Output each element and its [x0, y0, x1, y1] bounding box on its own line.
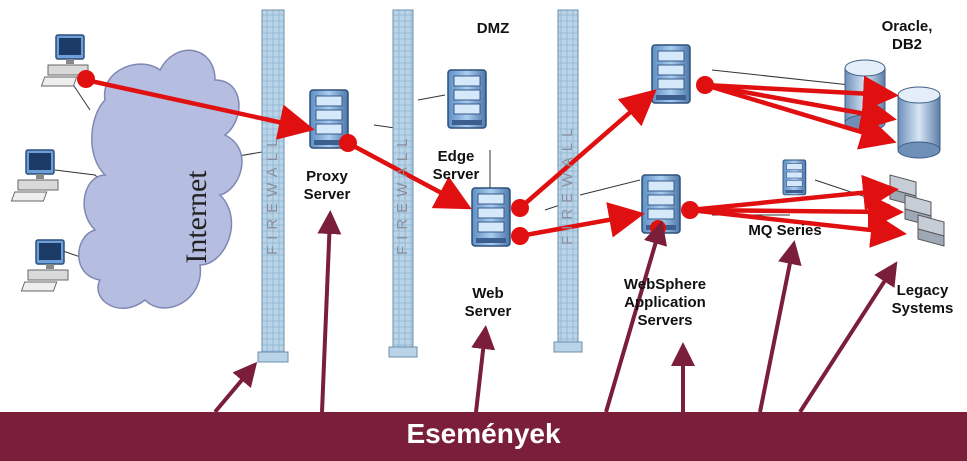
mq-series-label: MQ Series: [748, 222, 822, 239]
legacy-system-3: [917, 214, 945, 247]
edge-server-label: Edge Server: [432, 148, 480, 183]
events-banner: [0, 412, 967, 461]
events-banner-text: Események: [406, 418, 561, 449]
web-server-label: Web Server: [464, 285, 512, 320]
mq-series-server-icon: [782, 159, 807, 196]
proxy-server-label: Proxy Server: [303, 168, 351, 203]
firewall-2: [388, 9, 418, 358]
firewall-label-1: FIREWALL: [264, 132, 281, 255]
web-server-icon: [471, 187, 511, 247]
websphere-label: WebSphere Application Servers: [623, 276, 707, 329]
dmz-label: DMZ: [476, 20, 510, 37]
firewall-1: [257, 9, 289, 363]
firewall-3: [553, 9, 583, 353]
firewall-label-2: FIREWALL: [394, 132, 411, 255]
legacy-systems-label: Legacy Systems: [891, 282, 954, 317]
client-pc-3: [20, 239, 69, 292]
event-arrows: [213, 210, 898, 414]
request-flow: [85, 75, 907, 248]
edge-server-icon: [447, 69, 487, 129]
client-pc-2: [10, 149, 59, 202]
internet-cloud: [78, 49, 243, 310]
app-server-top-icon: [651, 44, 691, 104]
firewall-label-3: FIREWALL: [559, 122, 576, 245]
oracle-db2-label: Oracle, DB2: [881, 18, 933, 53]
database-2: [897, 86, 941, 159]
internet-label: Internet: [180, 170, 213, 264]
